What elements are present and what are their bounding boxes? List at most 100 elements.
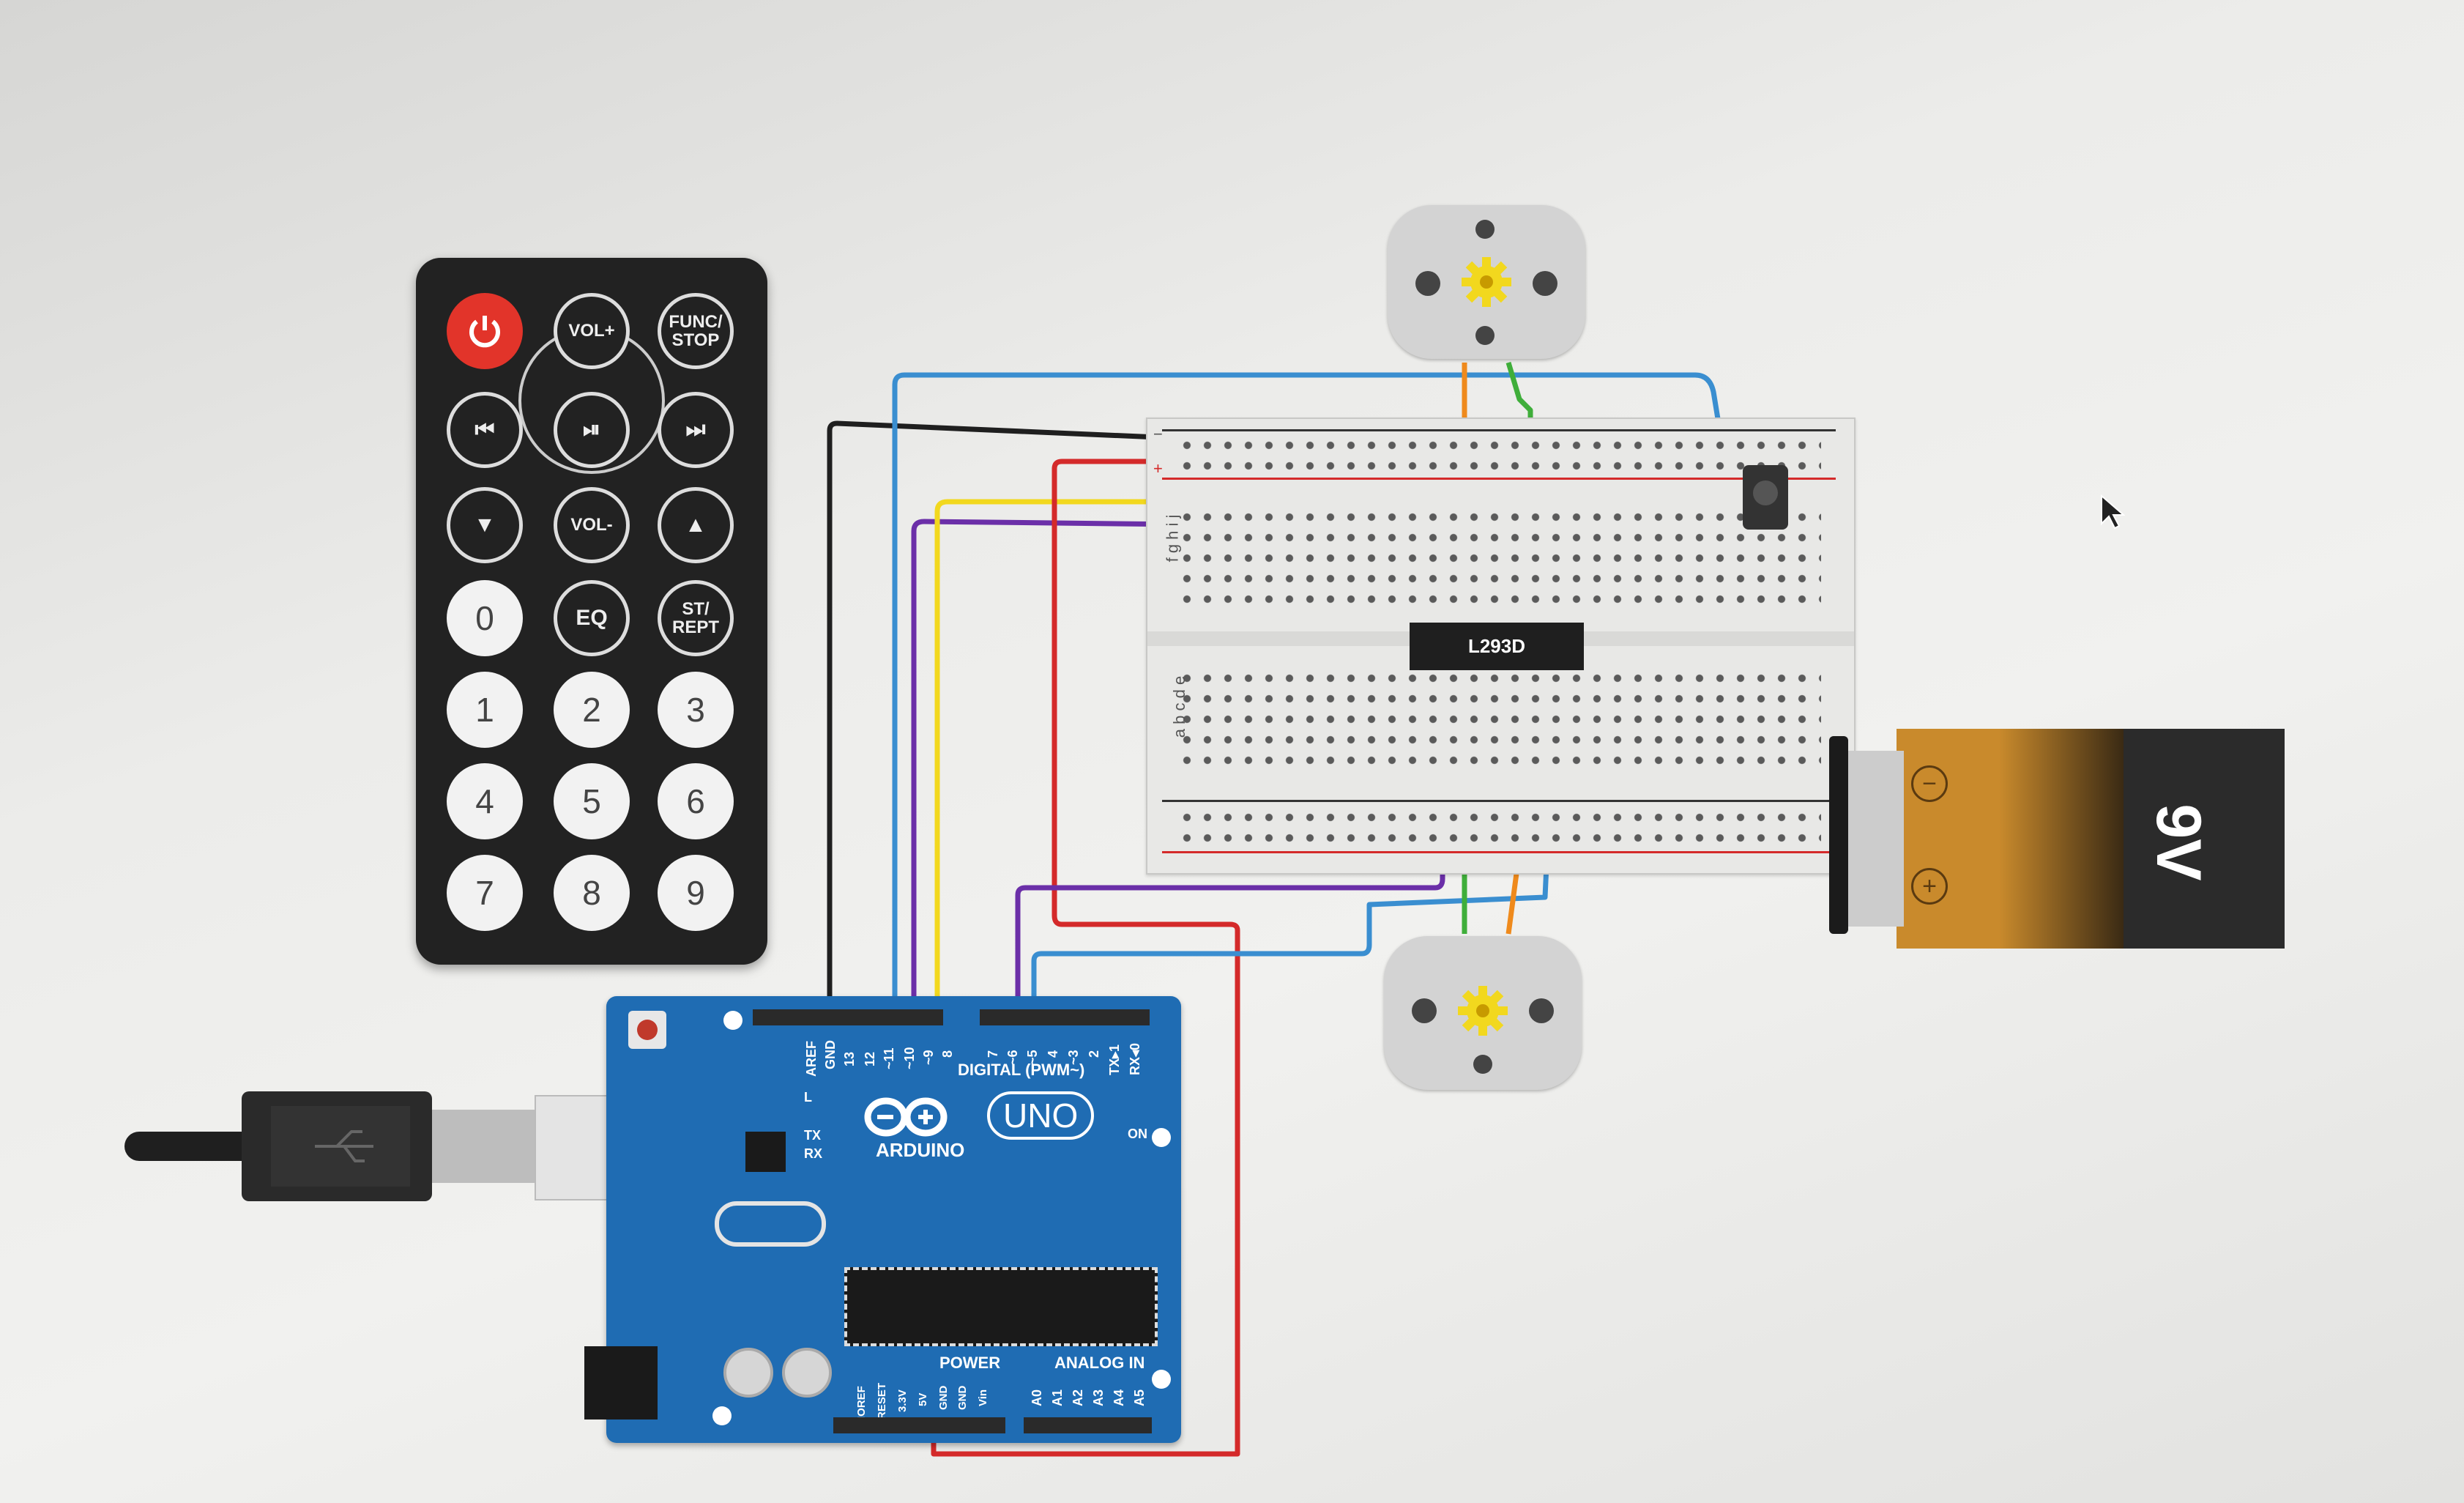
digit-5-button[interactable]: 5 xyxy=(554,763,630,839)
l293d-chip[interactable]: L293D xyxy=(1410,623,1584,670)
on-label: ON xyxy=(1128,1127,1147,1141)
battery-terminal xyxy=(1845,751,1904,927)
battery-clip xyxy=(1829,736,1848,934)
power-rail-bottom[interactable] xyxy=(1177,807,1821,848)
usb-plug[interactable] xyxy=(242,1091,432,1201)
power-rail-top[interactable] xyxy=(1177,435,1821,476)
eq-button[interactable]: EQ xyxy=(554,580,630,656)
mount-hole xyxy=(712,1406,732,1425)
digit-label: 5 xyxy=(582,782,601,820)
battery-minus-sign: − xyxy=(1911,765,1948,802)
vol-down-label: VOL- xyxy=(570,515,613,535)
wire-red-5v xyxy=(931,459,1240,1457)
wire-yellow-9 xyxy=(934,499,1559,1011)
analog-header[interactable] xyxy=(1024,1417,1152,1433)
pin-label: A2 xyxy=(1071,1389,1085,1406)
rail-plus-label: + xyxy=(1153,459,1163,478)
prev-track-button[interactable]: ⏮ xyxy=(447,392,523,468)
rail-minus-label: − xyxy=(1153,425,1163,443)
terminal-strip-bottom[interactable] xyxy=(1177,668,1821,771)
down-button[interactable]: ▼ xyxy=(447,487,523,563)
digit-0-button[interactable]: 0 xyxy=(447,580,523,656)
battery-9v[interactable]: 9V − + xyxy=(1829,729,2285,949)
usb-chip xyxy=(745,1132,786,1172)
mount-hole xyxy=(1152,1370,1171,1389)
pin-label: 13 xyxy=(842,1051,857,1066)
power-header[interactable] xyxy=(833,1417,1005,1433)
prev-track-icon: ⏮ xyxy=(474,417,495,442)
func-stop-label: FUNC/ STOP xyxy=(669,311,723,350)
motor-hole xyxy=(1529,998,1554,1023)
capacitor xyxy=(723,1348,773,1398)
dc-motor-bottom[interactable] xyxy=(1384,936,1582,1090)
digital-header-right[interactable] xyxy=(980,1009,1150,1025)
digit-7-button[interactable]: 7 xyxy=(447,855,523,931)
play-pause-button[interactable]: ⏯ xyxy=(554,392,630,468)
next-track-button[interactable]: ⏭ xyxy=(658,392,734,468)
arduino-brand-label: ARDUINO xyxy=(876,1139,965,1161)
pin-label: TX▸1 xyxy=(1107,1044,1122,1075)
digit-8-button[interactable]: 8 xyxy=(554,855,630,931)
power-header-label: POWER xyxy=(939,1354,1001,1372)
digit-0-label: 0 xyxy=(475,599,494,637)
gear-icon xyxy=(1462,257,1511,307)
digit-6-button[interactable]: 6 xyxy=(658,763,734,839)
up-button[interactable]: ▲ xyxy=(658,487,734,563)
uno-model-label: UNO xyxy=(987,1091,1095,1140)
st-rept-button[interactable]: ST/ REPT xyxy=(658,580,734,656)
digit-3-button[interactable]: 3 xyxy=(658,672,734,748)
digital-pwm-label: DIGITAL (PWM~) xyxy=(958,1061,1085,1079)
row-letters-top: f g h i j xyxy=(1163,514,1182,563)
pin-label: RESET xyxy=(876,1382,888,1420)
motor-hole xyxy=(1475,326,1495,345)
vol-up-button[interactable]: VOL+ xyxy=(554,293,630,369)
reset-button[interactable] xyxy=(628,1011,666,1049)
pin-label: 7 xyxy=(986,1050,1000,1058)
digital-header-left[interactable] xyxy=(753,1009,943,1025)
dc-motor-top[interactable] xyxy=(1388,205,1585,359)
arduino-uno-board[interactable]: AREF GND 13 12 ~11 ~10 ~9 8 7 ~6 ~5 4 ~3… xyxy=(584,996,1181,1443)
up-arrow-icon: ▲ xyxy=(685,513,707,537)
pin-label: GND xyxy=(956,1385,969,1410)
chip-label: L293D xyxy=(1467,635,1526,657)
digit-label: 7 xyxy=(475,874,494,912)
pin-label: RX◂0 xyxy=(1128,1042,1142,1075)
row-letters-bottom: a b c d e xyxy=(1170,675,1189,738)
battery-copper-fade xyxy=(1999,729,2124,949)
rail-line-negative-bottom xyxy=(1162,800,1836,802)
pin-label: ~10 xyxy=(902,1047,917,1069)
capacitor xyxy=(782,1348,832,1398)
pin-label: A5 xyxy=(1132,1389,1147,1406)
pin-label: IOREF xyxy=(855,1386,868,1420)
rail-line-negative-top xyxy=(1162,429,1836,431)
motor-hole xyxy=(1533,271,1557,296)
mount-hole xyxy=(723,1011,742,1030)
terminal-strip-top[interactable] xyxy=(1177,507,1821,609)
pin-label: 12 xyxy=(863,1051,877,1066)
vol-down-button[interactable]: VOL- xyxy=(554,487,630,563)
func-stop-button[interactable]: FUNC/ STOP xyxy=(658,293,734,369)
pin-label: 3.3V xyxy=(896,1389,909,1412)
led-l-label: L xyxy=(804,1090,812,1105)
digit-label: 4 xyxy=(475,782,494,820)
mouse-cursor-icon xyxy=(2101,494,2125,530)
pin-label: A4 xyxy=(1112,1389,1126,1406)
motor-hole xyxy=(1415,271,1440,296)
digit-4-button[interactable]: 4 xyxy=(447,763,523,839)
digit-2-button[interactable]: 2 xyxy=(554,672,630,748)
digit-1-button[interactable]: 1 xyxy=(447,672,523,748)
pin-label: A0 xyxy=(1030,1389,1044,1406)
breadboard[interactable]: − + f g h i j a b c d e xyxy=(1146,417,1856,875)
digit-9-button[interactable]: 9 xyxy=(658,855,734,931)
power-icon xyxy=(469,316,500,348)
digit-label: 1 xyxy=(475,691,494,729)
power-button[interactable] xyxy=(447,293,523,369)
battery-plus-sign: + xyxy=(1911,868,1948,905)
ir-remote[interactable]: VOL+ FUNC/ STOP ⏮ ⏯ ⏭ ▼ VOL- ▲ 0 EQ ST/ … xyxy=(416,258,767,965)
dc-barrel-jack[interactable] xyxy=(584,1346,658,1420)
wire-purple-6 xyxy=(1015,769,1445,1011)
digit-label: 9 xyxy=(686,874,705,912)
pin-label: ~11 xyxy=(882,1047,896,1069)
pin-label: ~9 xyxy=(921,1050,936,1065)
digit-label: 3 xyxy=(686,691,705,729)
